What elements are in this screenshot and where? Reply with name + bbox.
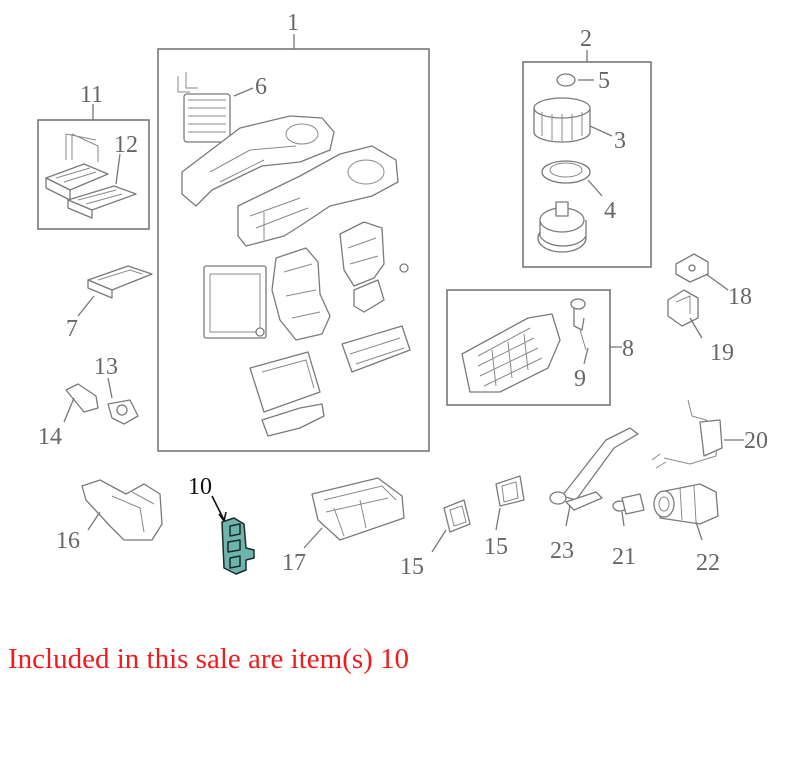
callout-11: 11 [80, 82, 103, 108]
part-15-b [495, 475, 525, 531]
callout-23: 23 [550, 538, 574, 564]
motor-22 [653, 483, 719, 541]
callout-15b: 15 [484, 534, 508, 560]
group-box-1 [157, 34, 430, 452]
callout-16: 16 [56, 528, 80, 554]
duct-16 [81, 479, 163, 541]
group-box-11 [37, 104, 150, 230]
sensor-9 [570, 298, 589, 365]
callout-9: 9 [574, 366, 586, 392]
heater-core-tubes [45, 133, 109, 201]
callout-20: 20 [744, 428, 768, 454]
part-19 [667, 289, 703, 339]
group-box-2 [522, 50, 652, 268]
lower-case-parts [249, 325, 411, 437]
callout-19: 19 [710, 340, 734, 366]
part-21 [612, 493, 645, 527]
callout-18: 18 [728, 284, 752, 310]
heater-core-6 [177, 72, 254, 143]
callout-3: 3 [614, 128, 626, 154]
mid-case-parts [203, 221, 409, 341]
part-18 [675, 253, 729, 291]
rod-23 [549, 427, 639, 527]
callout-6: 6 [255, 74, 267, 100]
blower-motor [537, 201, 587, 253]
callout-15a: 15 [400, 554, 424, 580]
callout-12: 12 [114, 132, 138, 158]
callout-13: 13 [94, 354, 118, 380]
callout-14: 14 [38, 424, 62, 450]
callout-10: 10 [188, 474, 212, 500]
callout-2: 2 [580, 26, 592, 52]
highlighted-part-10 [211, 495, 255, 575]
filter-7 [77, 265, 153, 317]
callout-7: 7 [66, 316, 78, 342]
callout-8: 8 [622, 336, 634, 362]
tray-17 [303, 477, 405, 549]
evaporator-8 [461, 313, 561, 393]
harness-20 [651, 399, 744, 469]
actuator-13-14 [63, 377, 139, 425]
callout-22: 22 [696, 550, 720, 576]
filter-12 [67, 153, 137, 219]
callout-5: 5 [598, 68, 610, 94]
sale-caption: Included in this sale are item(s) 10 [8, 643, 410, 675]
part-15-a [431, 499, 471, 553]
clip-5 [556, 73, 594, 87]
callout-4: 4 [604, 198, 616, 224]
callout-21: 21 [612, 544, 636, 570]
blower-wheel-3 [533, 97, 613, 143]
ring-4 [541, 160, 603, 197]
group-box-8 [446, 289, 622, 406]
upper-case [181, 115, 399, 247]
callout-17: 17 [282, 550, 306, 576]
callout-1: 1 [287, 10, 299, 36]
parts-diagram: 1 2 3 4 5 6 7 8 9 10 11 12 13 14 15 15 1… [37, 10, 768, 580]
